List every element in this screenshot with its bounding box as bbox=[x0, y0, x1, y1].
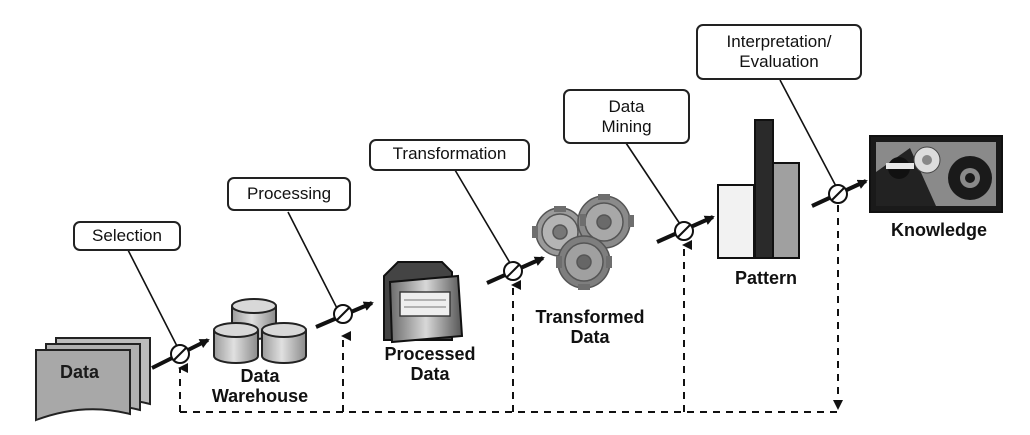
knowledge-label-text: Knowledge bbox=[890, 220, 987, 240]
transformed-data-label-line1: Transformed bbox=[535, 307, 645, 327]
selection-step-box: Selection bbox=[73, 221, 181, 251]
data-warehouse-icon bbox=[213, 298, 307, 364]
selection-step-label: Selection bbox=[92, 226, 162, 245]
processed-data-label: Processed Data bbox=[368, 344, 492, 384]
data-mining-step-box: Data Mining bbox=[563, 89, 690, 144]
processing-step-label: Processing bbox=[246, 184, 332, 203]
data-sheets-icon bbox=[35, 337, 151, 422]
data-warehouse-label: Data Warehouse bbox=[200, 366, 320, 406]
pattern-label: Pattern bbox=[716, 268, 816, 288]
knowledge-label: Knowledge bbox=[874, 220, 1004, 240]
data-label: Data bbox=[60, 362, 100, 382]
data-warehouse-label-line2: Warehouse bbox=[211, 386, 309, 406]
interpretation-step-label-line2: Evaluation bbox=[739, 52, 819, 71]
knowledge-icon bbox=[869, 135, 1003, 213]
folder-icon bbox=[383, 261, 464, 344]
processed-data-label-line2: Data bbox=[410, 364, 450, 384]
transformation-step-box: Transformation bbox=[369, 139, 530, 171]
interpretation-step-label-line1: Interpretation/ bbox=[726, 32, 832, 51]
processing-step-box: Processing bbox=[227, 177, 351, 211]
process-valves bbox=[170, 184, 848, 364]
processed-data-label-line1: Processed bbox=[384, 344, 476, 364]
interpretation-step-box: Interpretation/ Evaluation bbox=[696, 24, 862, 80]
transformed-data-label: Transformed Data bbox=[524, 307, 656, 347]
feedback-loop bbox=[178, 205, 843, 413]
callout-lines bbox=[127, 79, 839, 353]
data-mining-step-label-line1: Data bbox=[608, 97, 645, 116]
transformation-step-label: Transformation bbox=[392, 144, 507, 163]
gears-icon bbox=[532, 194, 634, 290]
pattern-label-text: Pattern bbox=[734, 268, 797, 288]
data-warehouse-label-line1: Data bbox=[240, 366, 280, 386]
data-mining-step-label-line2: Mining bbox=[601, 117, 652, 136]
transformed-data-label-line2: Data bbox=[570, 327, 610, 347]
pattern-bars-icon bbox=[717, 119, 800, 259]
